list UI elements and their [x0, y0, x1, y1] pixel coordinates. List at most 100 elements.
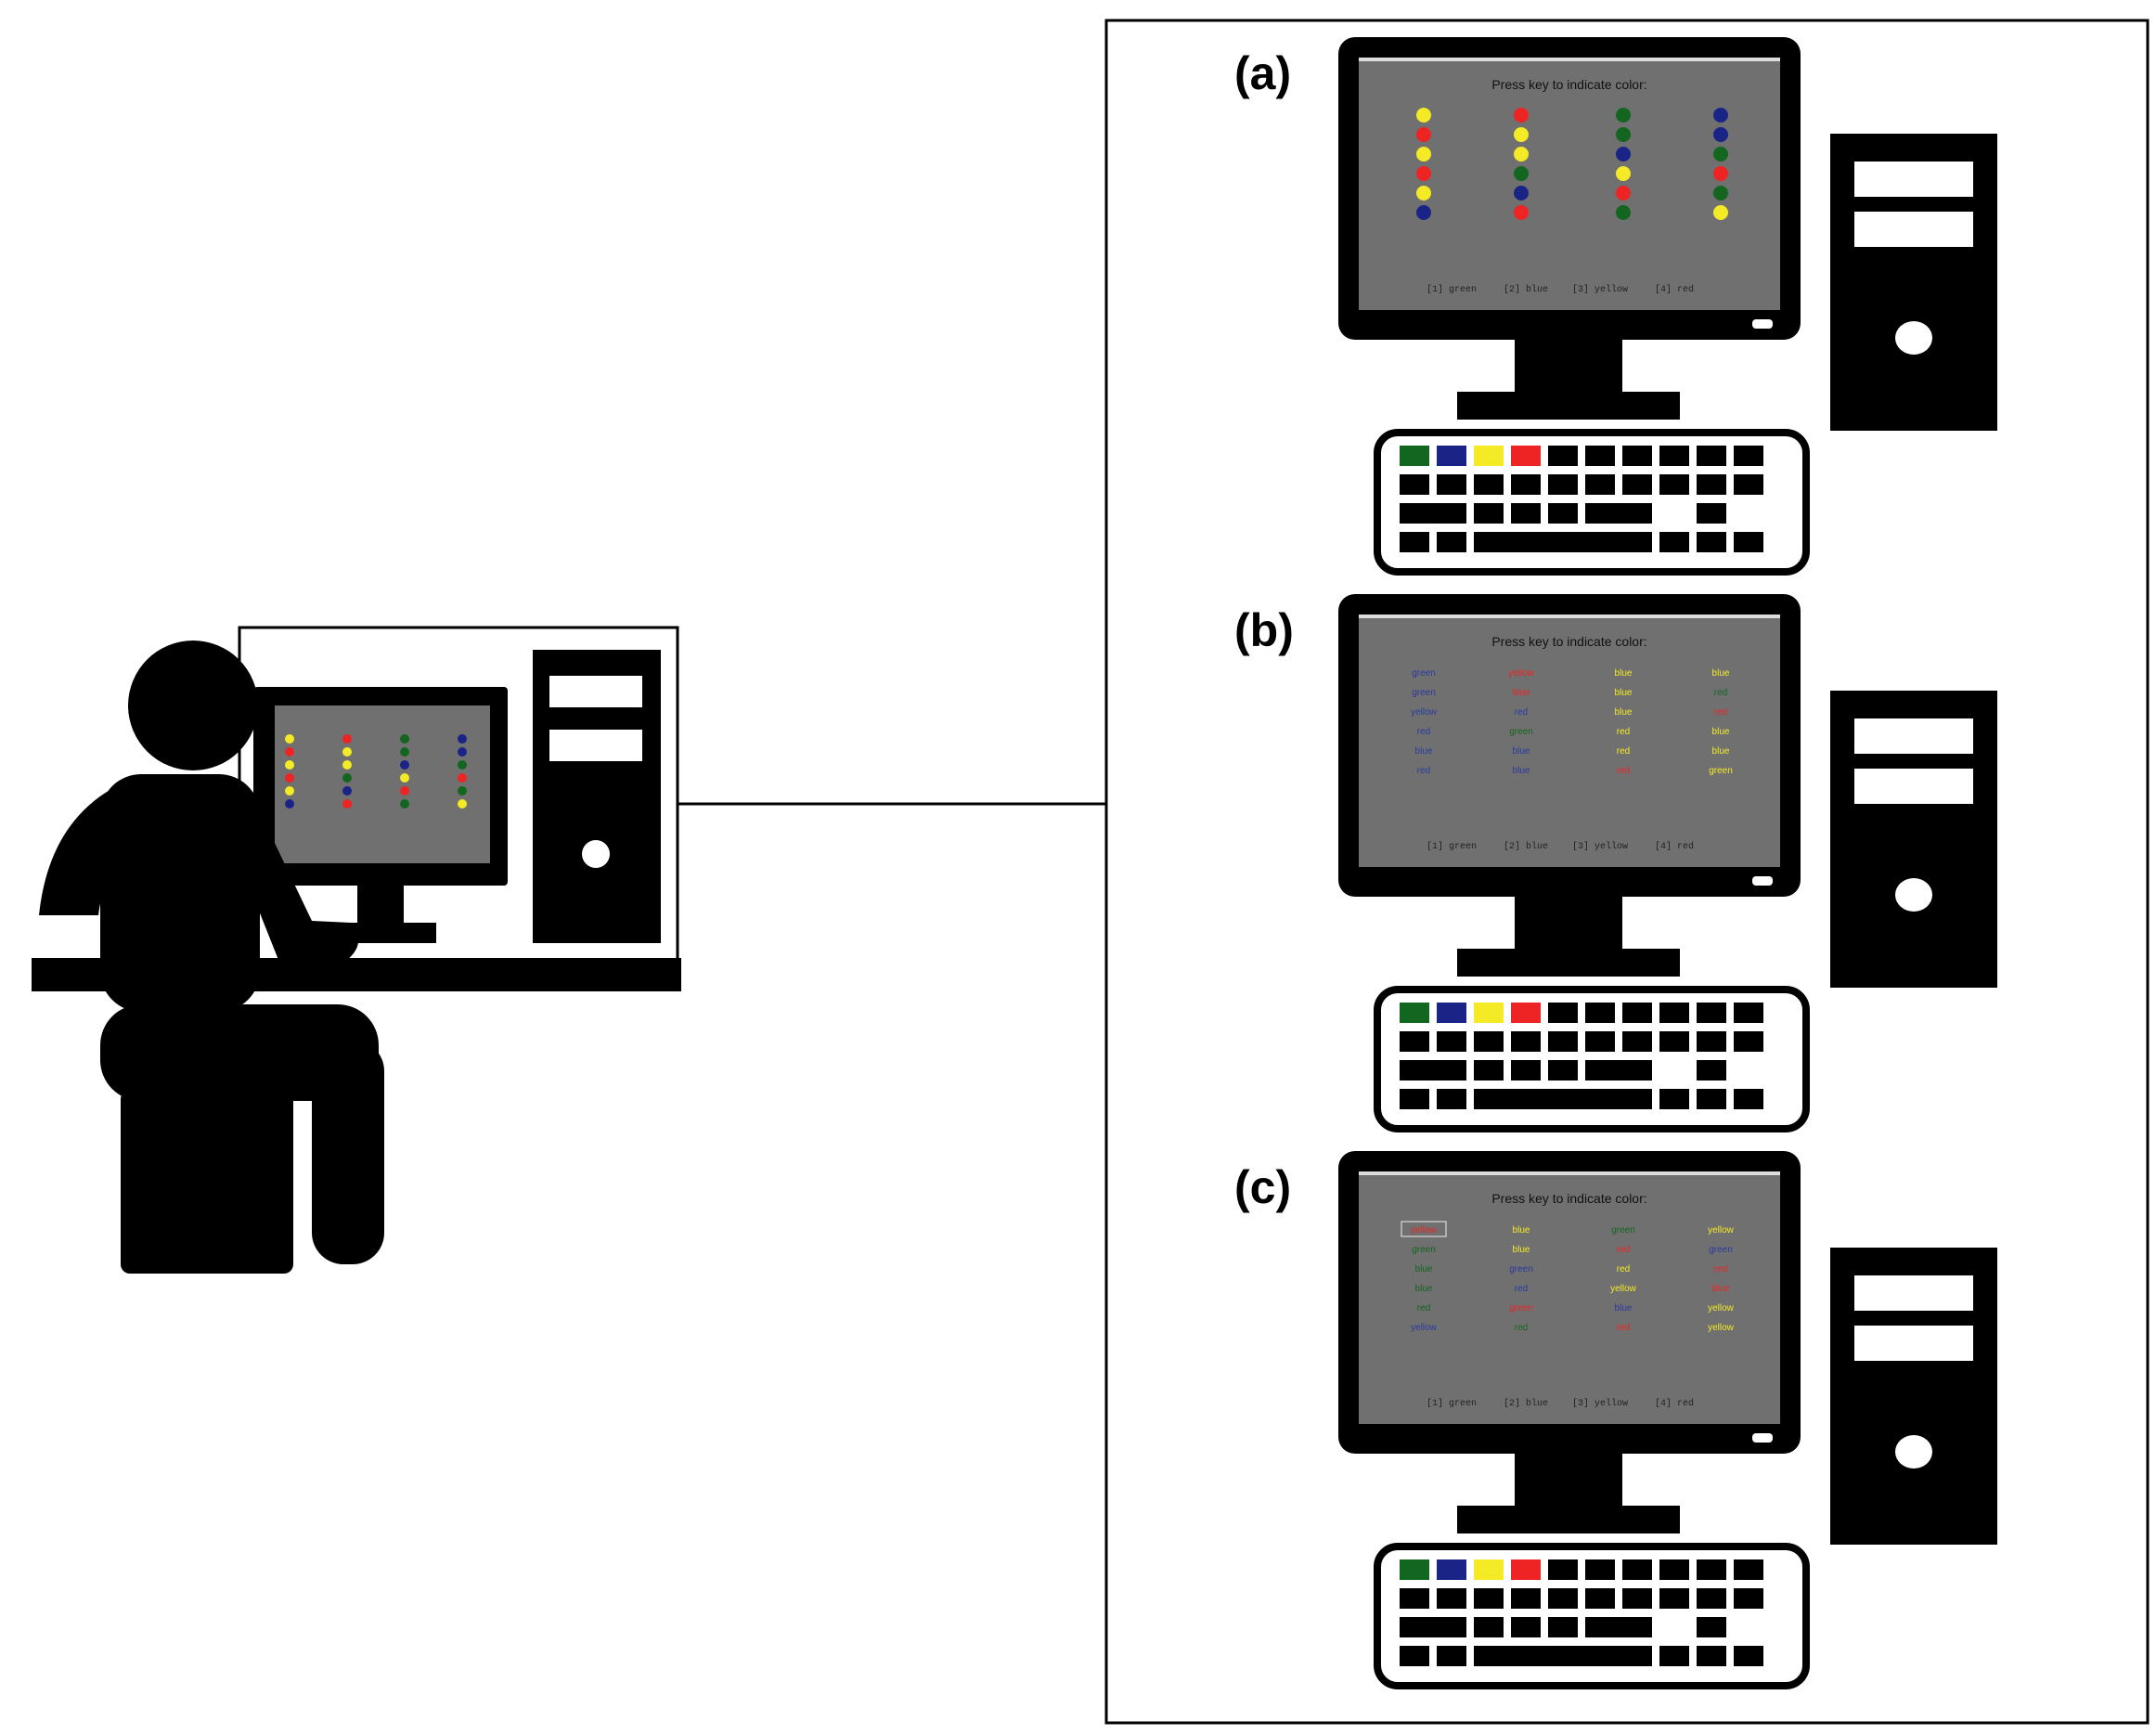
key	[1511, 1060, 1541, 1081]
stimulus-word: yellow	[1411, 707, 1438, 718]
chair-seat	[121, 1090, 293, 1274]
color-key	[1511, 446, 1541, 466]
small-stimulus-dot	[400, 760, 409, 770]
key-hint: [3] yellow	[1572, 841, 1628, 852]
panel-c: (c)Press key to indicate color:yellowgre…	[1234, 1151, 1997, 1689]
key	[1585, 1588, 1615, 1609]
key	[1659, 532, 1689, 552]
small-stimulus-dot	[285, 786, 294, 796]
key	[1548, 474, 1578, 495]
stimulus-word: blue	[1513, 1245, 1530, 1255]
color-key	[1474, 446, 1504, 466]
panels-frame	[1104, 19, 2150, 1725]
stimulus-word: blue	[1712, 727, 1730, 737]
stimulus-dot	[1713, 147, 1728, 162]
key	[1511, 1031, 1541, 1052]
stimulus-word: blue	[1415, 1284, 1433, 1294]
person-head	[128, 641, 258, 770]
screen-title: Press key to indicate color:	[1491, 77, 1646, 92]
monitor-neck	[1515, 897, 1622, 952]
key	[1734, 474, 1763, 495]
key-hint: [1] green	[1427, 841, 1477, 852]
key	[1400, 1031, 1429, 1052]
key	[1548, 1588, 1578, 1609]
stimulus-word: red	[1515, 707, 1528, 718]
small-stimulus-dot	[342, 799, 352, 809]
key	[1734, 1089, 1763, 1109]
color-key	[1400, 446, 1429, 466]
stimulus-dot	[1616, 166, 1631, 181]
stimulus-word: blue	[1513, 746, 1530, 757]
stimulus-word: blue	[1712, 746, 1730, 757]
stimulus-dot	[1416, 127, 1431, 142]
key	[1548, 1031, 1578, 1052]
stimulus-word: green	[1509, 727, 1533, 737]
key	[1437, 1588, 1466, 1609]
small-stimulus-dot	[342, 760, 352, 770]
key	[1437, 532, 1466, 552]
stimulus-word: blue	[1615, 707, 1633, 718]
key	[1697, 1646, 1726, 1666]
key-hint: [2] blue	[1504, 841, 1548, 852]
stimulus-dot	[1514, 147, 1529, 162]
key	[1400, 1588, 1429, 1609]
monitor-base	[1457, 392, 1680, 420]
stimulus-word: green	[1509, 1303, 1533, 1313]
stimulus-word: red	[1617, 766, 1630, 776]
tower-power-button	[1895, 1435, 1932, 1469]
monitor-base	[1457, 949, 1680, 977]
stimulus-dot	[1616, 205, 1631, 220]
key	[1697, 1003, 1726, 1023]
stimulus-word: green	[1412, 668, 1436, 679]
stimulus-word: yellow	[1508, 668, 1535, 679]
stimulus-dot	[1616, 147, 1631, 162]
key	[1511, 1617, 1541, 1637]
small-stimulus-dot	[458, 734, 467, 744]
small-stimulus-dot	[285, 760, 294, 770]
key	[1474, 474, 1504, 495]
stimulus-dot	[1514, 205, 1529, 220]
key	[1400, 1617, 1466, 1637]
stimulus-word: red	[1417, 766, 1430, 776]
key	[1400, 532, 1429, 552]
person-silhouette	[39, 641, 384, 1274]
key	[1585, 1559, 1615, 1580]
panel-label: (a)	[1234, 47, 1291, 99]
stimulus-word: green	[1611, 1225, 1635, 1236]
key	[1697, 446, 1726, 466]
panel-b: (b)Press key to indicate color:greengree…	[1234, 594, 1997, 1132]
monitor-neck	[1515, 1454, 1622, 1509]
key	[1734, 1031, 1763, 1052]
small-stimulus-dot	[400, 799, 409, 809]
key	[1734, 446, 1763, 466]
key-hint: [3] yellow	[1572, 1398, 1628, 1409]
panel-a: (a)Press key to indicate color:[1] green…	[1234, 37, 1997, 576]
key	[1659, 1031, 1689, 1052]
small-stimulus-dot	[342, 734, 352, 744]
key	[1474, 1031, 1504, 1052]
stimulus-dot	[1713, 108, 1728, 123]
key	[1622, 1031, 1652, 1052]
person-arm	[213, 796, 359, 960]
key-hint: [4] red	[1655, 1398, 1694, 1409]
key	[1697, 1089, 1726, 1109]
key	[1437, 1646, 1466, 1666]
stimulus-word: blue	[1513, 1225, 1530, 1236]
monitor-power-led	[1752, 319, 1773, 329]
tower-power-button	[1895, 321, 1932, 355]
key	[1697, 503, 1726, 524]
stimulus-dot	[1713, 127, 1728, 142]
spacebar	[1474, 1089, 1652, 1109]
person-thigh	[100, 1004, 379, 1101]
key	[1585, 503, 1652, 524]
stimulus-word: red	[1714, 1264, 1727, 1275]
key	[1659, 1003, 1689, 1023]
key	[1400, 1089, 1429, 1109]
key	[1400, 1646, 1429, 1666]
small-stimulus-dot	[342, 773, 352, 783]
stimulus-word: yellow	[1708, 1303, 1735, 1313]
key	[1622, 446, 1652, 466]
monitor-power-led	[1752, 1433, 1773, 1443]
small-stimulus-dot	[342, 786, 352, 796]
key	[1585, 1617, 1652, 1637]
